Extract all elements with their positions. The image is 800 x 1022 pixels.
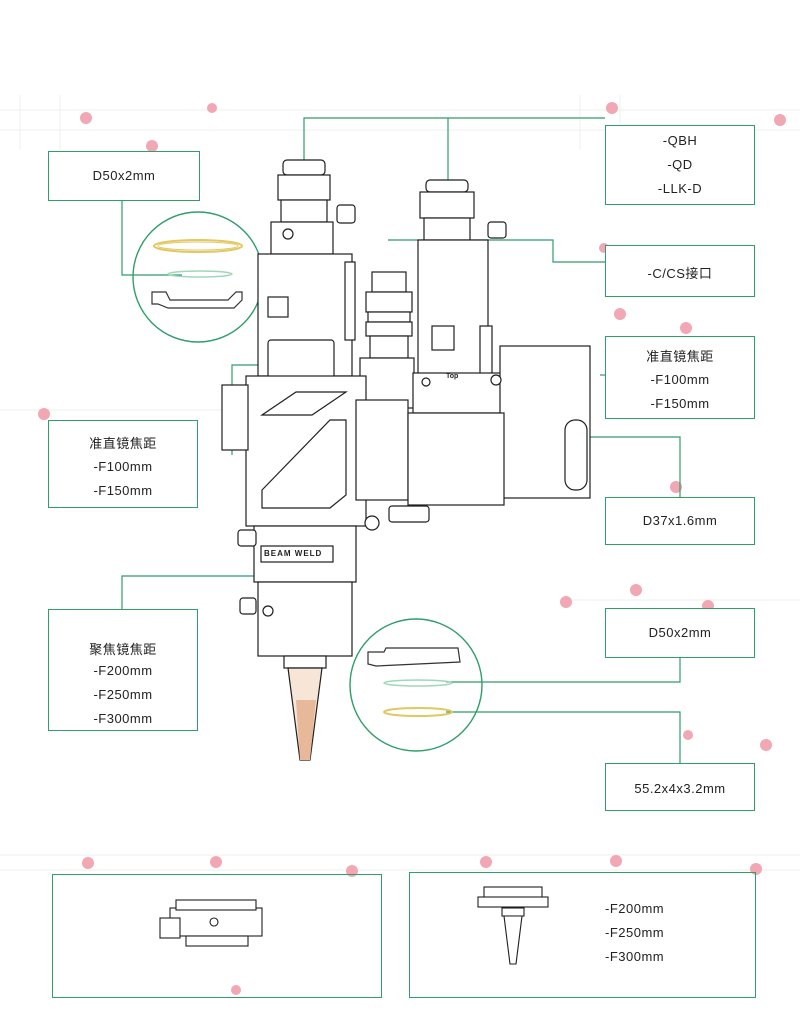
- interface-qbh: -QBH: [662, 133, 698, 148]
- seal-size: D50x2mm: [92, 168, 156, 183]
- beam-weld-mark: BEAM WELD: [264, 549, 323, 558]
- collimator-f150: -F150mm: [93, 483, 153, 498]
- module-panel: [52, 874, 382, 998]
- collimator-f100: -F100mm: [650, 372, 710, 387]
- collimator-title: 准直镜焦距: [646, 349, 714, 364]
- nozzle-panel: -F200mm -F250mm -F300mm: [409, 872, 756, 998]
- seal-detail-circle-top: [132, 211, 264, 343]
- focus-f200: -F200mm: [93, 663, 153, 678]
- pink-dots: [38, 102, 786, 995]
- focus-f300: -F300mm: [93, 711, 153, 726]
- focus-lens-label: 聚焦镜焦距 -F200mm -F250mm -F300mm: [48, 609, 198, 731]
- focus-f250: -F250mm: [93, 687, 153, 702]
- focus-title: 聚焦镜焦距: [89, 642, 157, 657]
- collimator-f100: -F100mm: [93, 459, 153, 474]
- interface-llk-d: -LLK-D: [657, 181, 703, 196]
- window-size-label: 55.2x4x3.2mm: [605, 763, 755, 811]
- collimator-title: 准直镜焦距: [89, 436, 157, 451]
- right-seal-label: D37x1.6mm: [605, 497, 755, 545]
- module-thumbnail: [159, 899, 263, 947]
- nozzle-f200: -F200mm: [605, 901, 665, 916]
- collimator-f150: -F150mm: [650, 396, 710, 411]
- camera-interface: -C/CS接口: [647, 266, 713, 281]
- camera-interface-label: -C/CS接口: [605, 245, 755, 297]
- seal-size: D37x1.6mm: [642, 513, 718, 528]
- bottom-seal-label: D50x2mm: [605, 608, 755, 658]
- nozzle-f250: -F250mm: [605, 925, 665, 940]
- top-arrow-mark: Top: [446, 373, 459, 380]
- left-collimator-label: 准直镜焦距 -F100mm -F150mm: [48, 420, 198, 508]
- seal-size: D50x2mm: [648, 625, 712, 640]
- right-collimator-label: 准直镜焦距 -F100mm -F150mm: [605, 336, 755, 419]
- fiber-interface-label: -QBH -QD -LLK-D: [605, 125, 755, 205]
- window-detail-circle: [349, 618, 483, 752]
- laser-head-body: [221, 159, 591, 761]
- nozzle-f300: -F300mm: [605, 949, 665, 964]
- nozzle-thumbnail: [477, 886, 549, 965]
- top-left-seal-label: D50x2mm: [48, 151, 200, 201]
- interface-qd: -QD: [667, 157, 693, 172]
- window-size: 55.2x4x3.2mm: [634, 781, 726, 796]
